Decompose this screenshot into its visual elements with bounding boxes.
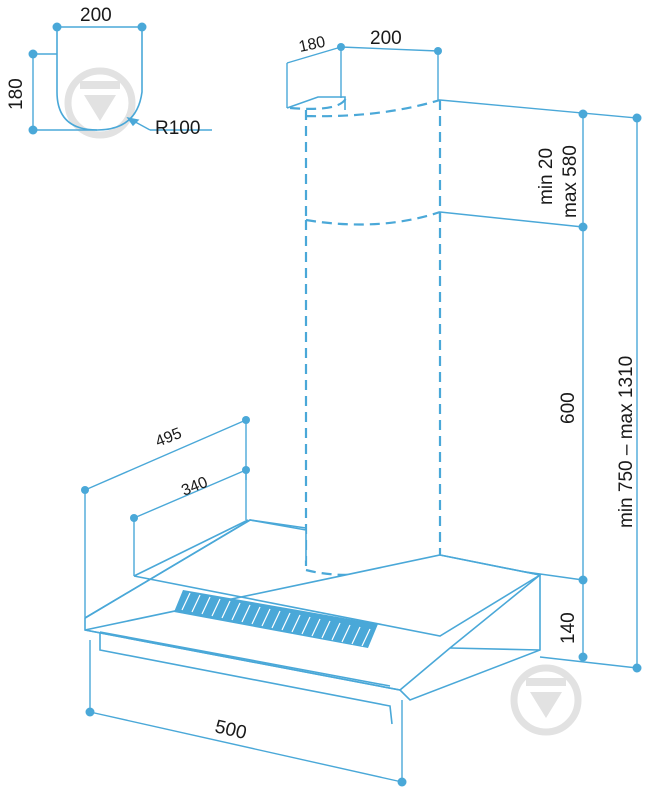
dim-end-dot [242,466,250,474]
dim-end-dot [81,486,89,494]
hood-inner-depth-label: 340 [179,474,210,500]
dim-end-dot [85,707,95,717]
dim-end-dot [578,652,588,662]
hood-front-rim [84,575,541,701]
dim-extension-line [539,656,638,669]
dim-extension-line [439,211,584,228]
chimney-width-label: 200 [370,28,402,49]
chimney-upper-outline [289,97,442,220]
chimney: 180 200 min 20 max 580 600 min 750 – max… [286,28,642,673]
top-view-width-label: 200 [80,5,112,26]
hood-depth-dim [84,419,247,491]
hood-depth-label: 495 [153,425,184,451]
chimney-depth-label: 180 [297,34,327,56]
hood-grille-slots [181,592,371,647]
chimney-lower-label: 600 [558,392,579,424]
dim-end-dot [28,49,38,59]
chimney-overlap-max-label: max 580 [560,145,581,218]
hood-width-dim [89,711,403,783]
hood-side [449,647,541,651]
hood-front-rim-inner [99,631,393,725]
hood-inner-panel [133,519,541,637]
top-view-section: 200 180 R100 [6,5,212,139]
chimney-lower-outline [304,212,442,576]
dim-end-dot [434,47,442,55]
hood-top-surface [84,519,542,691]
dim-end-dot [52,22,62,32]
chimney-overlap-min-label: min 20 [536,148,557,205]
dim-extension-line [439,99,638,119]
hood-top-edge [439,554,541,576]
dim-end-dot [242,416,250,424]
watermark-logo-icon [510,664,582,736]
hood-width-label: 500 [213,716,249,744]
hood-body: 495 340 500 140 [81,416,638,787]
hood-top-edge [84,519,307,619]
dim-end-dot [137,22,147,32]
chimney-depth-dim [286,46,342,64]
hood-height-label: 140 [558,612,579,644]
dim-end-dot [578,109,588,119]
dim-end-dot [397,777,407,787]
top-view-depth-label: 180 [6,78,27,110]
chimney-width-dim [340,46,439,52]
chimney-top-bracket [286,96,346,110]
radius-arrow [126,116,140,127]
dim-end-dot [632,113,642,123]
total-height-label: min 750 – max 1310 [616,356,637,528]
dim-end-dot [130,514,138,522]
hood-inner-depth-dim [133,469,247,519]
dim-end-dot [28,125,38,135]
watermark-logo-icon [64,67,136,139]
chimney-overlap-line [305,210,441,226]
radius-label: R100 [155,118,200,139]
